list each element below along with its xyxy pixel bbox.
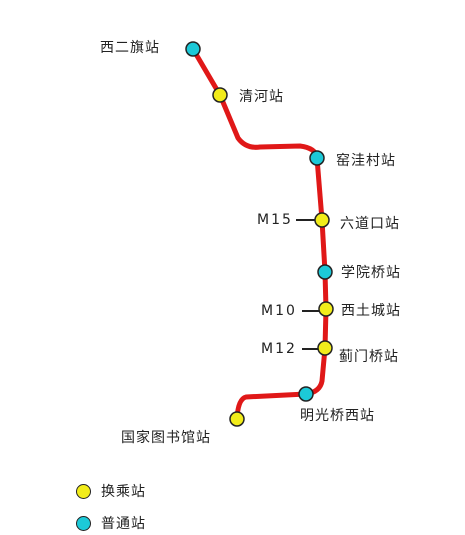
station-label-xierqi[interactable]: 西二旗站: [100, 40, 160, 56]
transfer-label-m10: M10: [261, 303, 297, 319]
station-label-liudaokou[interactable]: 六道口站: [340, 216, 400, 232]
legend-regular-dot-icon: [76, 516, 91, 531]
subway-line: [190, 46, 329, 422]
station-dot-xitucheng[interactable]: [318, 301, 334, 317]
station-dot-liudaokou[interactable]: [314, 212, 330, 228]
station-label-mingguangqiaoxi[interactable]: 明光桥西站: [300, 408, 375, 424]
station-label-jimenqiao[interactable]: 蓟门桥站: [339, 349, 399, 365]
legend-transfer-dot-icon: [76, 484, 91, 499]
station-dot-xierqi[interactable]: [185, 41, 201, 57]
station-label-wawacun[interactable]: 窑洼村站: [336, 153, 396, 169]
station-label-guojiatushuguan[interactable]: 国家图书馆站: [121, 430, 211, 446]
station-dot-guojiatushuguan[interactable]: [229, 411, 245, 427]
legend-transfer-label: 换乘站: [101, 484, 146, 500]
transfer-label-m15: M15: [257, 212, 293, 228]
station-dot-jimenqiao[interactable]: [317, 340, 333, 356]
station-dot-xueyuanqiao[interactable]: [317, 264, 333, 280]
legend-regular-label: 普通站: [101, 516, 146, 532]
transfer-label-m12: M12: [261, 341, 297, 357]
station-label-qinghe[interactable]: 清河站: [239, 89, 284, 105]
station-dot-qinghe[interactable]: [212, 87, 228, 103]
station-label-xueyuanqiao[interactable]: 学院桥站: [341, 265, 401, 281]
station-dot-wawacun[interactable]: [309, 150, 325, 166]
station-label-xitucheng[interactable]: 西土城站: [341, 303, 401, 319]
station-dot-mingguangqiaoxi[interactable]: [298, 386, 314, 402]
